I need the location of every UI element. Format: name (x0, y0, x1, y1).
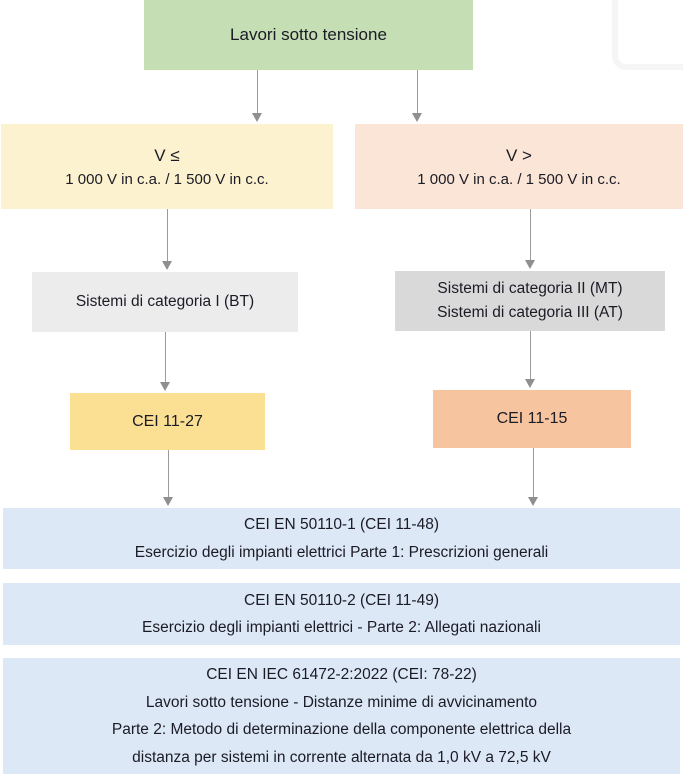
standard-cei-en-iec-61472-2-detail-1: Lavori sotto tensione - Distanze minime … (145, 693, 538, 711)
arrow-system-to-cei-11-27 (164, 332, 166, 389)
standard-cei-11-15-label: CEI 11-15 (496, 410, 568, 427)
node-root-label: Lavori sotto tensione (230, 25, 387, 44)
standard-cei-en-iec-61472-2-title: CEI EN IEC 61472-2:2022 (CEI: 78-22) (206, 666, 477, 683)
low-voltage-condition-detail: 1 000 V in c.a. / 1 500 V in c.c. (65, 170, 269, 188)
standard-cei-en-50110-1-title: CEI EN 50110-1 (CEI 11-48) (244, 516, 439, 533)
arrow-low-voltage-to-system (166, 209, 168, 268)
standard-cei-en-50110-2-detail: Esercizio degli impianti elettrici - Par… (142, 619, 541, 636)
system-category-at-label: Sistemi di categoria III (AT) (437, 304, 623, 321)
node-standard-cei-en-50110-1: CEI EN 50110-1 (CEI 11-48) Esercizio deg… (3, 508, 680, 569)
node-lavori-sotto-tensione: Lavori sotto tensione (144, 0, 473, 70)
high-voltage-condition-title: V > (506, 145, 532, 165)
standard-cei-en-50110-1-detail: Esercizio degli impianti elettrici Parte… (134, 543, 549, 561)
standard-cei-en-iec-61472-2-detail-2: Parte 2: Metodo di determinazione della … (111, 721, 572, 738)
arrow-system-to-cei-11-15 (529, 331, 531, 386)
standard-cei-en-50110-2-title: CEI EN 50110-2 (CEI 11-49) (244, 591, 439, 609)
node-high-voltage-condition: V > 1 000 V in c.a. / 1 500 V in c.c. (355, 124, 683, 209)
standard-cei-11-27-label: CEI 11-27 (132, 412, 203, 430)
high-voltage-condition-detail: 1 000 V in c.a. / 1 500 V in c.c. (417, 170, 621, 188)
standard-cei-en-iec-61472-2-detail-3: distanza per sistemi in corrente alterna… (132, 748, 551, 766)
node-system-category-bt: Sistemi di categoria I (BT) (32, 272, 298, 332)
node-standard-cei-11-15: CEI 11-15 (433, 390, 631, 448)
system-category-mt-label: Sistemi di categoria II (MT) (437, 280, 623, 297)
node-low-voltage-condition: V ≤ 1 000 V in c.a. / 1 500 V in c.c. (1, 124, 333, 209)
arrow-cei-11-15-to-shared (532, 448, 534, 504)
system-category-bt-label: Sistemi di categoria I (BT) (75, 293, 255, 310)
node-standard-cei-en-iec-61472-2: CEI EN IEC 61472-2:2022 (CEI: 78-22) Lav… (3, 658, 680, 774)
node-standard-cei-en-50110-2: CEI EN 50110-2 (CEI 11-49) Esercizio deg… (3, 583, 680, 645)
arrow-root-to-low-voltage (256, 70, 258, 120)
arrow-root-to-high-voltage (416, 70, 418, 120)
node-standard-cei-11-27: CEI 11-27 (70, 393, 265, 450)
node-system-category-mt-at: Sistemi di categoria II (MT) Sistemi di … (395, 271, 665, 331)
arrow-cei-11-27-to-shared (167, 450, 169, 504)
low-voltage-condition-title: V ≤ (154, 145, 180, 165)
arrow-high-voltage-to-system (529, 209, 531, 267)
decorative-corner-shape (612, 0, 683, 70)
